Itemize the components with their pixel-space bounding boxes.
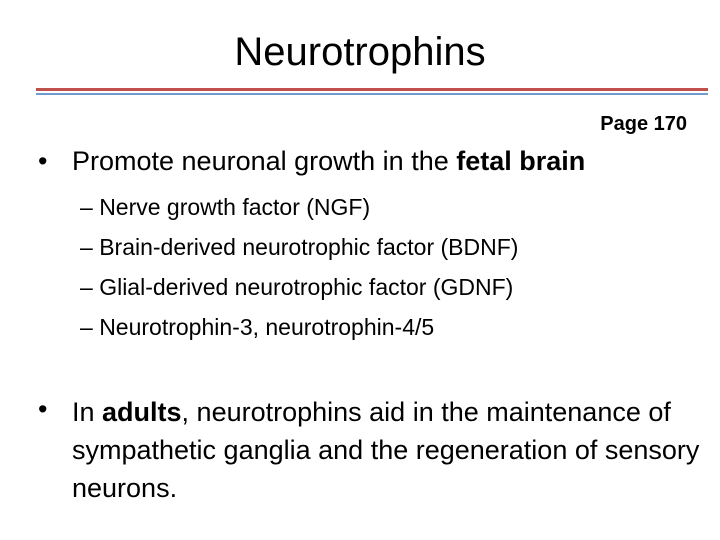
bullet-dot-icon: • bbox=[38, 394, 48, 424]
dash-icon: – bbox=[80, 274, 93, 300]
bullet-text-plain: , neurotrophins aid in the maintenance o… bbox=[72, 397, 700, 503]
list-item: – Brain-derived neurotrophic factor (BDN… bbox=[80, 233, 700, 273]
neurotrophin-list: – Nerve growth factor (NGF) – Brain-deri… bbox=[80, 193, 700, 353]
bullet-text-plain: Promote neuronal growth in the bbox=[72, 146, 457, 176]
list-item: – Glial-derived neurotrophic factor (GDN… bbox=[80, 273, 700, 313]
title-divider-red bbox=[36, 88, 708, 91]
dash-icon: – bbox=[80, 194, 93, 220]
bullet-dot-icon: • bbox=[38, 146, 48, 176]
dash-icon: – bbox=[80, 314, 93, 340]
list-item-text: Glial-derived neurotrophic factor (GDNF) bbox=[99, 274, 514, 300]
bullet-text: In adults, neurotrophins aid in the main… bbox=[72, 393, 702, 507]
bullet-text-bold: adults bbox=[102, 397, 182, 427]
page-reference: Page 170 bbox=[600, 113, 687, 135]
list-item: – Neurotrophin-3, neurotrophin-4/5 bbox=[80, 313, 700, 353]
slide-title: Neurotrophins bbox=[234, 30, 486, 74]
list-item: – Nerve growth factor (NGF) bbox=[80, 193, 700, 233]
list-item-text: Nerve growth factor (NGF) bbox=[99, 194, 371, 220]
bullet-text: Promote neuronal growth in the fetal bra… bbox=[72, 145, 702, 177]
bullet-text-plain: In bbox=[72, 397, 103, 427]
bullet-text-bold: fetal brain bbox=[456, 146, 586, 176]
title-divider-blue bbox=[36, 93, 708, 95]
list-item-text: Neurotrophin-3, neurotrophin-4/5 bbox=[99, 314, 435, 340]
dash-icon: – bbox=[80, 234, 93, 260]
list-item-text: Brain-derived neurotrophic factor (BDNF) bbox=[99, 234, 519, 260]
